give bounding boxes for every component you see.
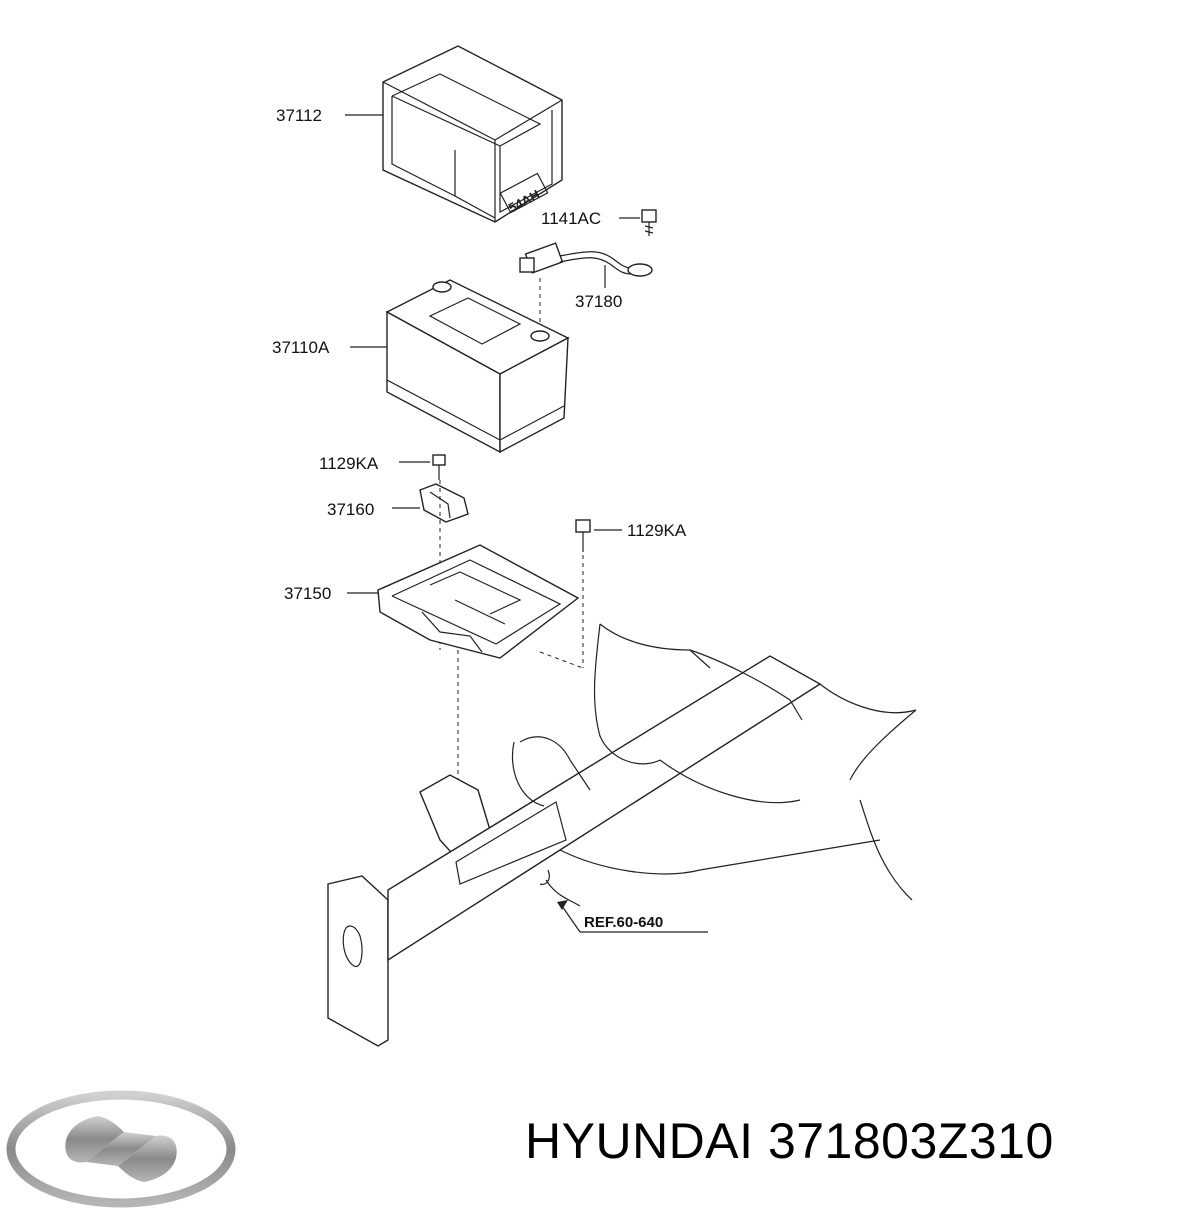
label-37112: 37112 — [276, 106, 322, 125]
battery-part — [385, 279, 570, 454]
label-37160: 37160 — [327, 500, 374, 519]
bolt-1141ac-part — [641, 209, 657, 236]
label-1129ka-left: 1129KA — [319, 454, 379, 473]
ref-callout: REF.60-640 — [557, 900, 708, 933]
label-37110a: 37110A — [272, 338, 330, 357]
battery-cable-part — [519, 242, 653, 277]
label-37150: 37150 — [284, 584, 331, 603]
hyundai-logo-icon — [6, 1090, 236, 1208]
bolt-1129ka-left-part — [432, 454, 446, 480]
clamp-part — [419, 483, 469, 523]
label-1129ka-right: 1129KA — [627, 521, 687, 540]
battery-tray-part — [377, 544, 580, 659]
label-37180: 37180 — [575, 292, 622, 311]
part-number: 371803Z310 — [767, 1113, 1054, 1169]
label-1141ac: 1141AC — [541, 209, 601, 228]
label-ref: REF.60-640 — [584, 914, 663, 931]
brand-name: HYUNDAI — [525, 1113, 754, 1169]
vehicle-frame-part — [327, 623, 917, 1047]
battery-cover-part — [382, 45, 563, 223]
bolt-1129ka-right-part — [575, 519, 591, 552]
brand-part-number: HYUNDAI 371803Z310 — [525, 1112, 1054, 1170]
